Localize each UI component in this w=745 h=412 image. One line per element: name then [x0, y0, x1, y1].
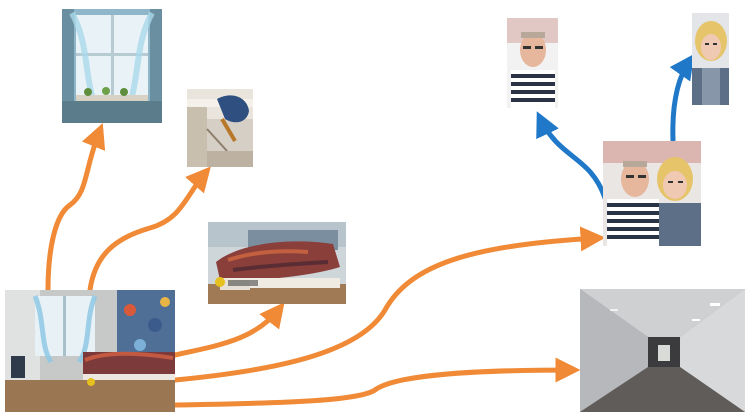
tunnel-photo: [580, 289, 745, 412]
arrow-selfie-to-man: [536, 111, 608, 201]
bed-photo: [208, 222, 346, 304]
chair-corner-photo: [187, 89, 253, 167]
couple-selfie-photo: [603, 141, 701, 246]
arrow-room-to-chair: [87, 166, 211, 293]
bedroom-wide-photo: [5, 290, 175, 412]
man-portrait-photo: [507, 18, 558, 108]
arrow-room-to-window: [45, 123, 106, 293]
arrow-room-to-bed: [172, 302, 285, 358]
arrow-room-to-selfie: [172, 226, 606, 383]
arrow-selfie-to-woman: [669, 53, 695, 143]
window-photo: [62, 9, 162, 123]
woman-portrait-photo: [692, 13, 729, 105]
arrow-room-to-tunnel: [172, 357, 581, 408]
